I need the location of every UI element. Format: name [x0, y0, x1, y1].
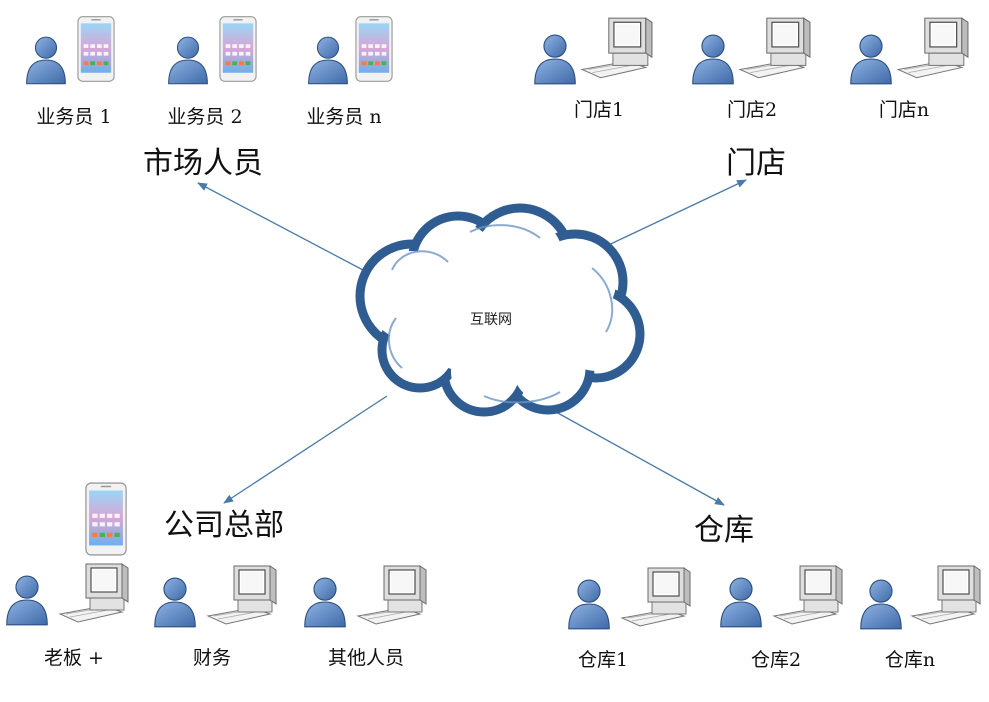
computer-icon	[911, 565, 981, 625]
node-hq-finance: 财务	[154, 565, 277, 669]
group-title-warehouse: 仓库	[694, 513, 754, 548]
group-store: 门店 门店1 门店2 门店n	[534, 17, 969, 181]
person-icon	[304, 577, 346, 628]
person-icon	[534, 34, 576, 85]
node-label-market-2: 业务员 2	[167, 106, 242, 128]
node-market-n: 业务员 n	[306, 16, 393, 128]
person-icon	[568, 579, 610, 630]
arrow-to-market	[197, 182, 364, 271]
computer-icon	[357, 565, 427, 625]
phone-icon	[355, 16, 393, 82]
person-icon	[168, 36, 208, 85]
group-warehouse: 仓库 仓库1 仓库2 仓库n	[568, 513, 981, 671]
computer-icon	[59, 563, 129, 623]
node-label-market-1: 业务员 1	[36, 106, 111, 128]
node-store-2: 门店2	[692, 17, 811, 121]
person-icon	[860, 579, 902, 630]
node-label-warehouse-n: 仓库n	[885, 649, 935, 671]
node-store-n: 门店n	[850, 17, 969, 121]
computer-icon	[773, 565, 843, 625]
cloud-label: 互联网	[470, 312, 512, 328]
person-icon	[6, 575, 48, 626]
group-market: 市场人员 业务员 1 业务员 2 业务员 n	[26, 16, 393, 181]
node-warehouse-2: 仓库2	[720, 565, 843, 671]
arrow-to-store	[597, 179, 747, 251]
person-icon	[26, 36, 66, 85]
person-icon	[692, 34, 734, 85]
node-label-market-n: 业务员 n	[306, 106, 381, 128]
node-hq-boss: 老板 +	[6, 563, 129, 669]
node-label-store-2: 门店2	[727, 99, 777, 121]
computer-icon	[581, 17, 653, 79]
person-icon	[850, 34, 892, 85]
node-label-store-n: 门店n	[879, 99, 929, 121]
node-warehouse-1: 仓库1	[568, 567, 691, 671]
computer-icon	[739, 17, 811, 79]
group-title-hq: 公司总部	[164, 508, 284, 543]
group-hq: 公司总部 老板 + 财务 其他人员	[6, 482, 427, 669]
node-label-hq-others: 其他人员	[328, 647, 404, 669]
arrow-to-hq	[223, 395, 388, 504]
arrow-to-warehouse	[555, 411, 725, 506]
person-icon	[308, 36, 348, 85]
node-label-warehouse-2: 仓库2	[751, 649, 801, 671]
cloud-icon	[355, 203, 645, 417]
node-label-warehouse-1: 仓库1	[578, 649, 628, 671]
computer-icon	[207, 565, 277, 625]
computer-icon	[897, 17, 969, 79]
internet-cloud: 互联网	[355, 203, 645, 417]
node-store-1: 门店1	[534, 17, 653, 121]
node-label-hq-finance: 财务	[193, 647, 231, 669]
computer-icon	[621, 567, 691, 627]
node-hq-others: 其他人员	[304, 565, 427, 669]
node-market-1: 业务员 1	[26, 16, 115, 128]
phone-icon	[77, 16, 115, 82]
node-label-store-1: 门店1	[574, 99, 624, 121]
connection-arrows	[197, 179, 747, 506]
node-label-hq-boss: 老板 +	[44, 647, 104, 669]
node-warehouse-n: 仓库n	[860, 565, 981, 671]
group-title-market: 市场人员	[143, 146, 263, 181]
group-title-store: 门店	[726, 146, 786, 181]
person-icon	[154, 577, 196, 628]
node-market-2: 业务员 2	[167, 16, 257, 128]
phone-icon	[85, 482, 127, 556]
phone-icon	[219, 16, 257, 82]
person-icon	[720, 577, 762, 628]
